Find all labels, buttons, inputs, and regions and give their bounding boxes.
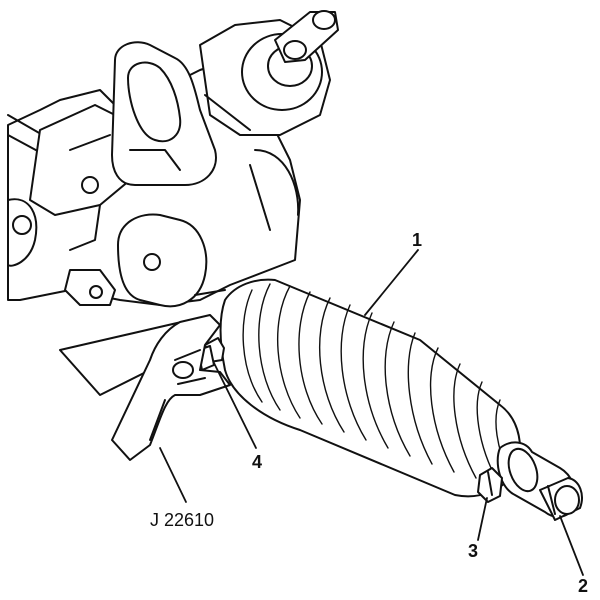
callout-2: 2 [578,576,588,596]
callout-1: 1 [412,230,422,250]
tool-label: J 22610 [150,510,214,530]
callout-3: 3 [468,541,478,561]
steering-gear-housing [7,10,339,308]
leader-4 [213,362,257,449]
leader-2 [559,515,584,576]
rack-boot [219,278,521,498]
callout-4: 4 [252,452,262,472]
leader-lines [159,249,584,576]
leader-1 [364,249,419,316]
jam-nut [477,467,503,503]
leader-3 [477,497,488,541]
inner-tie-rod [496,441,583,521]
leader-tool [159,447,187,503]
tool-jaw [111,314,231,461]
